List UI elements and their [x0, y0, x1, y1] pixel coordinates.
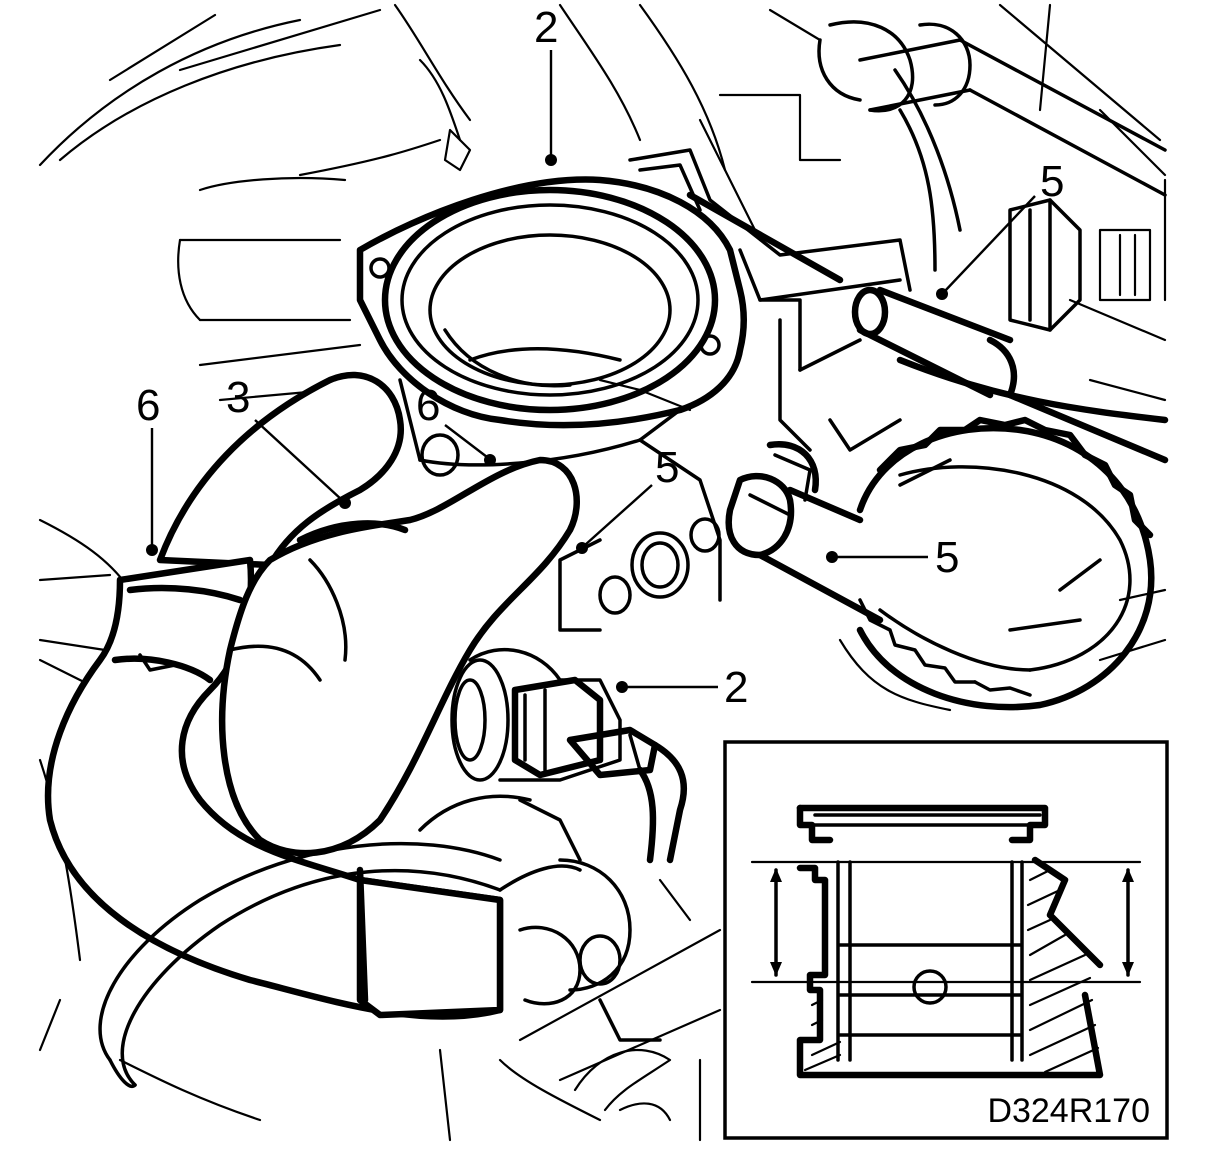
callout-5-upper-right: 5 — [1040, 157, 1064, 206]
callout-6-center: 6 — [416, 381, 440, 430]
sensor-connector — [450, 647, 687, 864]
figure-code: D324R170 — [987, 1092, 1150, 1130]
callout-3: 3 — [226, 373, 250, 422]
lower-wiring — [98, 794, 692, 1088]
upper-pipe-assembly — [817, 20, 1167, 332]
callout-5-center: 5 — [655, 443, 679, 492]
inset-detail: D324R170 — [723, 740, 1169, 1140]
callout-5-right: 5 — [935, 533, 959, 582]
pulley — [856, 416, 1155, 711]
hatch-lines — [803, 868, 1100, 1074]
callout-2-lower: 2 — [724, 663, 748, 712]
bracket — [628, 148, 912, 452]
callout-6-left: 6 — [136, 381, 160, 430]
center-hose-clamp — [725, 440, 884, 624]
left-hoses — [44, 371, 580, 1020]
right-hose — [851, 286, 1169, 464]
callouts: 2 5 6 3 6 5 5 2 — [136, 3, 1064, 712]
callout-2-top: 2 — [534, 3, 558, 52]
